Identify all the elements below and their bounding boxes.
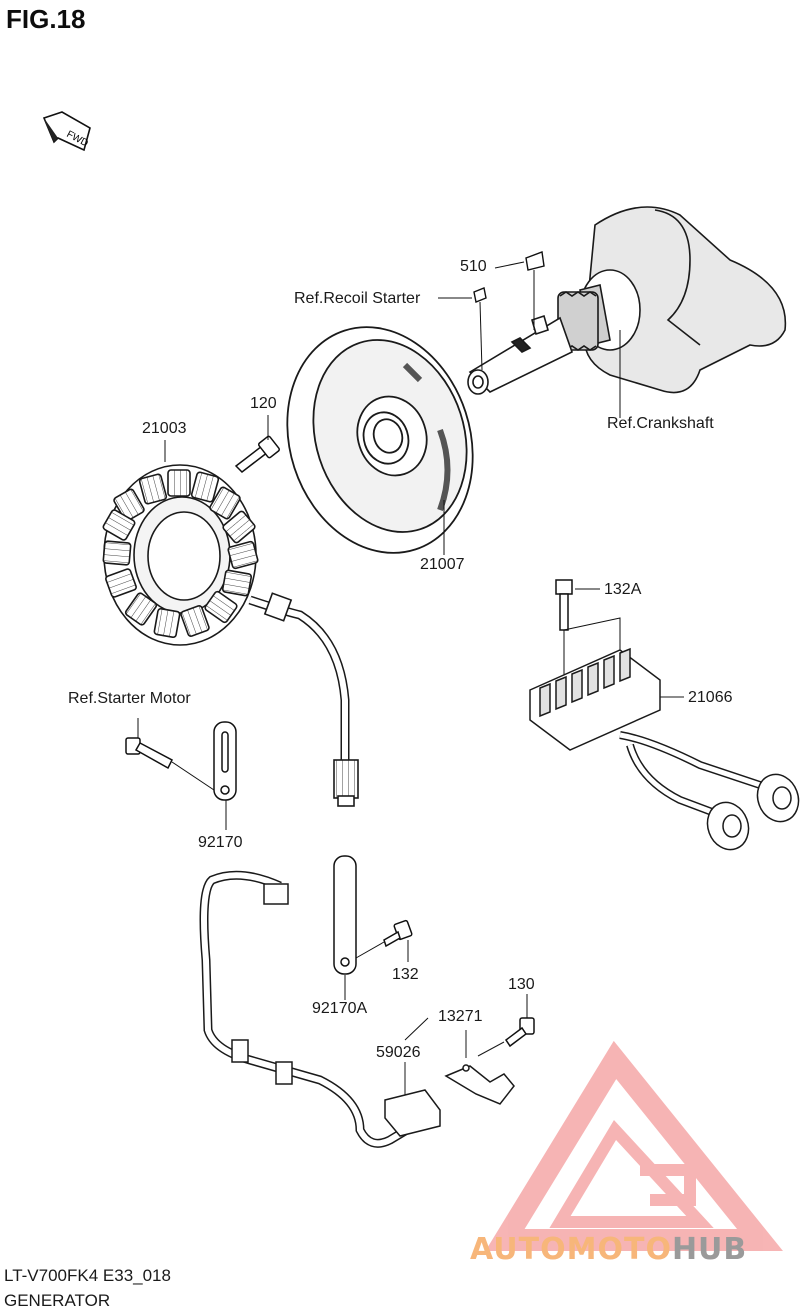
bolt-132	[355, 919, 413, 962]
watermark-text: AUTOMOTOHUB	[470, 1232, 747, 1267]
callout-132: 132	[392, 966, 419, 983]
leader-lines	[164, 261, 621, 1041]
regulator-rectifier-21066	[529, 647, 800, 851]
stator-coil-21003	[102, 464, 359, 807]
callout-13271: 13271	[438, 1008, 483, 1025]
callout-ref-starter-motor: Ref.Starter Motor	[68, 690, 191, 707]
callout-130: 130	[508, 976, 535, 993]
callout-120: 120	[250, 395, 277, 412]
callout-92170: 92170	[198, 834, 243, 851]
figure-subtitle: GENERATOR	[4, 1291, 111, 1310]
ground-lead-92170a	[333, 855, 357, 1000]
watermark-text-part2: HUB	[671, 1232, 748, 1267]
callout-59026: 59026	[376, 1044, 421, 1061]
figure-code: LT-V700FK4 E33_018	[4, 1266, 171, 1285]
callout-21003: 21003	[142, 420, 187, 437]
bolt-120	[234, 415, 280, 473]
callout-21066: 21066	[688, 689, 733, 706]
fwd-arrow-icon: FWD	[42, 111, 91, 152]
callout-92170a: 92170A	[312, 1000, 368, 1017]
figure-title: FIG.18	[6, 4, 86, 34]
watermark-logo	[485, 1040, 783, 1251]
watermark-text-part1: AUTOMOTO	[470, 1232, 672, 1267]
bolt-130	[504, 994, 535, 1048]
bolt-132a	[555, 579, 621, 700]
callout-510: 510	[460, 258, 487, 275]
callout-21007: 21007	[420, 556, 465, 573]
bolt-starter-motor	[125, 718, 215, 791]
sensor-harness-59026	[199, 870, 441, 1148]
callout-ref-crankshaft: Ref.Crankshaft	[607, 415, 714, 432]
bracket-13271	[444, 1030, 515, 1105]
callout-ref-recoil-starter: Ref.Recoil Starter	[294, 290, 421, 307]
flywheel-rotor-21007	[286, 326, 474, 554]
crank-gear	[557, 291, 599, 351]
recoil-starter-key	[473, 287, 487, 371]
woodruff-key-510	[525, 251, 545, 330]
crankshaft-illustration	[467, 206, 787, 395]
callout-132a: 132A	[604, 581, 642, 598]
ground-lead-92170	[213, 721, 237, 830]
